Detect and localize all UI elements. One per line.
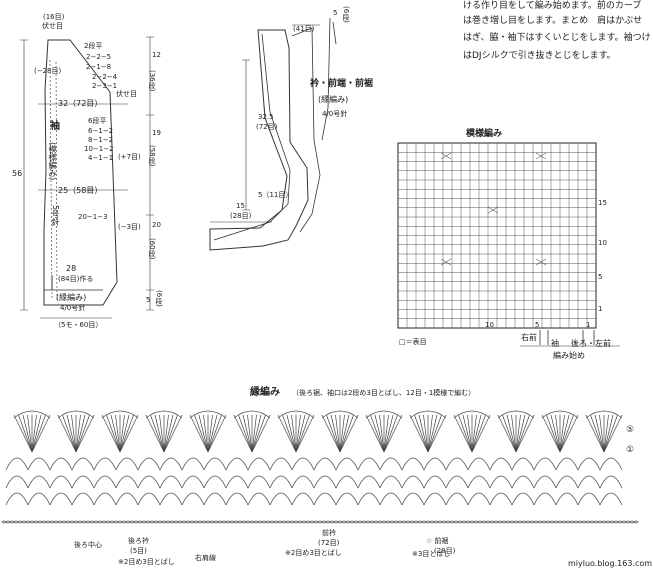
sleeve-height: 56 [12,169,23,178]
sleeve-edge-title: (縁編み) [56,293,87,302]
row-marker-1: ① [626,445,635,455]
border-back-center: 後ろ中心 [74,541,102,549]
border-back-neck-count: (5目) [130,547,147,555]
sleeve-stitch: (模様編み) [48,142,57,181]
sleeve-cast-28: 28 [66,264,77,273]
collar-w28: (28目) [230,212,252,220]
border-front-neck-count: (72目) [318,539,340,547]
collar-len: 32.5 [258,113,274,121]
border-front-hem-count: (28目) [434,547,456,555]
border-title: 縁編み [250,387,280,398]
pattern-title: 模様編み [466,129,503,139]
sleeve-row-20: 20 [152,221,161,229]
sleeve-row-5: 5 [146,296,151,304]
border-back-neck: 後ろ衿 [128,537,149,545]
sleeve-outline [43,39,118,306]
border-front-hem: ☆ 前裾 [426,537,449,545]
collar-needle: 4/0号針 [322,110,348,118]
sleeve-inc-2: 10−1−2 [84,145,114,153]
sleeve-bottom: （5モ・60目） [54,321,103,329]
sleeve-inc-0: 6−1−2 [88,127,114,135]
collar-w15: 15 [236,202,245,210]
collar-top-5: 5 [333,9,338,17]
border-skip-3: ※3目とばし [412,550,451,558]
collar-stitch: (縁編み) [318,95,349,104]
sleeve-title: 袖 [50,121,60,132]
sleeve-inc-3: 4−1−1 [88,154,114,162]
note-line-2: は巻き増し目をします。まとめ 肩はかぶせ [463,16,643,26]
sleeve-inc-head: 6段平 [88,117,107,125]
sleeve-top-fuse: 伏せ目 [42,22,63,30]
sleeve-row-60: (60段) [148,238,156,260]
note-line-1: ける作り目をして編み始めます。前のカーブ [463,1,642,11]
pattern-col-10: 10 [485,321,494,329]
sleeve-dec-2: 2−1−8 [86,63,112,71]
pattern-row-15: 15 [598,199,607,207]
collar-top-6: (6段) [342,6,350,23]
pattern-col-5: 5 [535,321,540,329]
sleeve-row-12: 12 [152,51,161,59]
sleeve-cast-84: (84目)作る [58,275,94,283]
border-skip-2: ※2目め3目とばし [285,549,342,557]
sleeve-row-6: (6段) [155,290,163,307]
note-line-4: はDJシルクで引き抜きとじをします。 [463,51,616,61]
sleeve-minus3: (−3目) [118,223,141,231]
collar-len-72: (72目) [256,123,278,131]
sleeve-row-36: (36段) [148,70,156,92]
collar-title: 衿・前端・前裾 [310,79,374,89]
pattern-legend: □＝表目 [399,338,427,346]
sleeve-dec-4: 2−3−1 [92,82,118,90]
note-line-3: はぎ、脇・袖下はすくいとじをします。袖つけ [463,33,651,43]
sleeve-edge-needle: 4/0号針 [60,304,86,312]
sleeve-dec-0: 2段平 [84,42,103,50]
sleeve-fuse: 伏せ目 [116,90,137,98]
pattern-sleeve: 袖 [551,339,559,348]
sleeve-dec-3: 2−2−4 [92,73,118,81]
pattern-grid [397,142,597,329]
watermark: miyluo.blog.163.com [568,559,653,568]
row-marker-5: ⑤ [626,425,635,435]
collar-top-41: (41目) [293,25,315,33]
pattern-col-1: 1 [586,321,591,329]
border-note: （後ろ裾、袖口は2段め3目とばし、12目・1模様で編む） [292,389,476,397]
collar-outline [209,29,309,251]
sleeve-dec-1: 2−2−5 [86,53,112,61]
sleeve-dec2: 20−1−3 [78,213,108,221]
pattern-row-10: 10 [598,239,607,247]
pattern-front-right: 右前 [521,333,537,342]
sleeve-plus7: (+7目) [118,153,141,161]
border-chart [2,410,638,524]
border-front-neck: 前衿 [322,529,336,537]
sleeve-width-72: 32（72目） [58,99,103,108]
border-shoulder: 右肩線 [195,554,216,562]
pattern-back-left: 後ろ・左前 [571,339,611,348]
sleeve-row-58: (58段) [148,145,156,167]
pattern-row-5: 5 [598,273,603,281]
pattern-start: 編み始め [553,351,585,360]
collar-m5: 5（11目） [258,191,293,199]
sleeve-top-rows: (16目) [43,13,65,21]
sleeve-row-19: 19 [152,129,161,137]
sleeve-width-58: 25（58目） [58,186,103,195]
sleeve-inc-1: 8−1−2 [88,136,114,144]
border-skip-1: ※2目め3目とばし [118,558,175,566]
sleeve-minus28: (−28目) [34,67,62,75]
sleeve-needle: 5号針 [51,205,60,227]
pattern-row-1: 1 [598,305,603,313]
